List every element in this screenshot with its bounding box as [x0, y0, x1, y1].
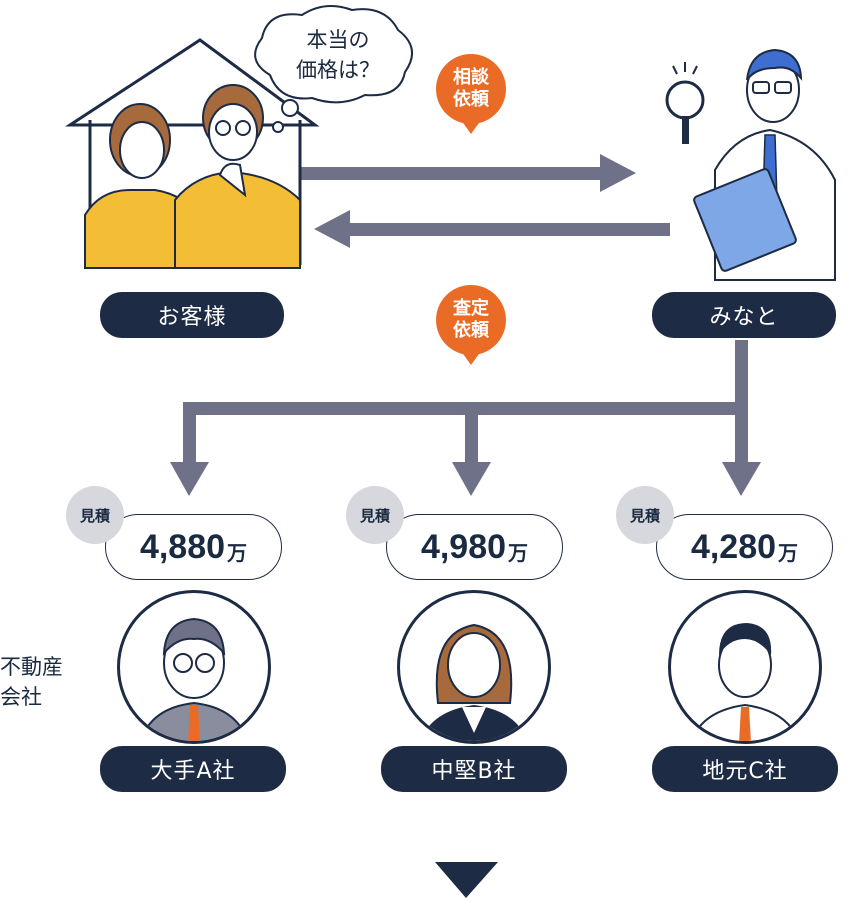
consult-badge-line-1: 相談	[453, 67, 489, 88]
consult-badge-tail	[461, 120, 481, 134]
consultant-illustration	[665, 48, 836, 281]
appraisal-request-badge: 査定 依頼	[436, 285, 506, 355]
down-arrow-icon	[435, 862, 498, 898]
thought-bubble	[254, 5, 413, 133]
consult-badge-line-2: 依頼	[453, 89, 489, 110]
arrow-to-customer	[314, 210, 670, 248]
company-b-avatar	[397, 590, 551, 744]
quote-amount-a: 4,880	[139, 527, 226, 566]
consultant-label: みなと	[652, 292, 836, 338]
thought-text: 本当の 価格は？	[268, 25, 408, 85]
estimate-tag-a: 見積	[66, 486, 124, 544]
older-man-avatar-icon	[139, 617, 249, 741]
customer-house-illustration	[64, 38, 320, 269]
thought-line-1: 本当の	[306, 28, 370, 52]
company-a-avatar	[117, 590, 271, 744]
company-b-name: 中堅B社	[381, 746, 567, 792]
estimate-tag-c: 見積	[616, 486, 674, 544]
appraisal-badge-line-1: 査定	[453, 298, 489, 319]
realtor-caption-line-1: 不動産	[0, 655, 63, 679]
appraisal-badge-tail	[461, 351, 481, 365]
quote-unit-b: 万	[508, 540, 529, 565]
estimate-tag-b: 見積	[346, 486, 404, 544]
quote-bubble-b: 4,980 万	[386, 514, 563, 580]
thought-line-2: 価格は？	[296, 58, 380, 82]
young-man-avatar-icon	[690, 623, 800, 741]
woman-avatar-icon	[420, 623, 528, 741]
quote-amount-c: 4,280	[690, 527, 777, 566]
quote-unit-c: 万	[778, 540, 799, 565]
company-a-name: 大手A社	[100, 746, 286, 792]
realtor-caption: 不動産 会社	[0, 652, 63, 712]
customer-label: お客様	[100, 292, 284, 338]
quote-unit-a: 万	[227, 540, 248, 565]
consult-request-badge: 相談 依頼	[436, 54, 506, 124]
company-c-name: 地元C社	[652, 746, 838, 792]
quote-amount-b: 4,980	[420, 527, 507, 566]
company-c-avatar	[668, 590, 822, 744]
quote-bubble-a: 4,880 万	[105, 514, 282, 580]
arrow-to-consultant	[300, 154, 636, 192]
appraisal-badge-line-2: 依頼	[453, 320, 489, 341]
quote-bubble-c: 4,280 万	[656, 514, 833, 580]
appraisal-connector	[170, 340, 761, 496]
realtor-caption-line-2: 会社	[0, 685, 42, 709]
